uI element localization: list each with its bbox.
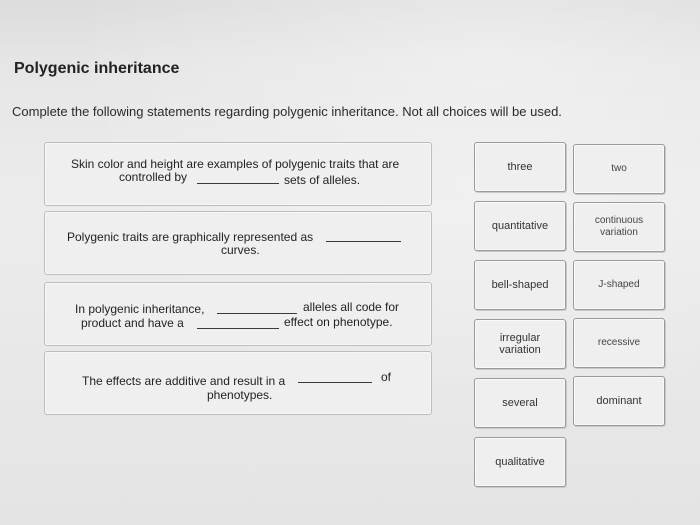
blank-1[interactable]	[197, 183, 279, 184]
statement-3-line-2a: product and have a	[81, 316, 184, 330]
choice-two[interactable]: two	[573, 144, 665, 194]
choice-three[interactable]: three	[474, 142, 566, 192]
choice-label: two	[611, 163, 627, 174]
statement-box-3: In polygenic inheritance, alleles all co…	[44, 282, 432, 346]
statement-1-line-2a: controlled by	[119, 170, 188, 184]
choice-label: quantitative	[491, 220, 549, 232]
statement-box-1: Skin color and height are examples of po…	[44, 142, 432, 206]
choice-recessive[interactable]: recessive	[573, 318, 665, 368]
choice-label: qualitative	[495, 456, 545, 468]
statement-2-line-2: curves.	[221, 243, 260, 257]
blank-3[interactable]	[217, 313, 297, 314]
page-title: Polygenic inheritance	[14, 60, 180, 77]
statement-3-line-2b: effect on phenotype.	[284, 315, 393, 329]
statement-box-4: The effects are additive and result in a…	[44, 351, 432, 415]
choice-label: bell-shaped	[491, 279, 549, 291]
statement-box-2: Polygenic traits are graphically represe…	[44, 211, 432, 275]
statement-1-line-1: Skin color and height are examples of po…	[71, 157, 400, 171]
statement-2-line-1: Polygenic traits are graphically represe…	[67, 230, 314, 244]
blank-4[interactable]	[197, 328, 279, 329]
blank-5[interactable]	[298, 382, 372, 383]
choice-dominant[interactable]: dominant	[573, 376, 665, 426]
choice-qualitative[interactable]: qualitative	[474, 437, 566, 487]
blank-2[interactable]	[326, 241, 401, 242]
statement-1-line-2b: sets of alleles.	[284, 173, 361, 187]
choice-irregular-variation[interactable]: irregular variation	[474, 319, 566, 369]
choice-label: three	[507, 161, 533, 173]
choice-j-shaped[interactable]: J-shaped	[573, 260, 665, 310]
choice-label: J-shaped	[598, 279, 640, 290]
choice-label: irregular variation	[499, 332, 541, 356]
choice-several[interactable]: several	[474, 378, 566, 428]
choice-continuous-variation[interactable]: continuous variation	[573, 202, 665, 252]
statement-3-line-1a: In polygenic inheritance,	[75, 302, 205, 316]
choice-label: several	[502, 397, 538, 409]
choice-label: recessive	[597, 337, 641, 348]
choice-label: continuous variation	[594, 215, 644, 238]
statement-4-line-1: The effects are additive and result in a	[82, 374, 286, 388]
instructions-text: Complete the following statements regard…	[12, 104, 562, 119]
choice-label: dominant	[596, 395, 642, 407]
choice-bell-shaped[interactable]: bell-shaped	[474, 260, 566, 310]
choice-quantitative[interactable]: quantitative	[474, 201, 566, 251]
statement-4-line-1b: of	[381, 370, 392, 384]
statement-4-line-2: phenotypes.	[207, 388, 273, 402]
statement-3-line-1b: alleles all code for	[303, 300, 400, 314]
